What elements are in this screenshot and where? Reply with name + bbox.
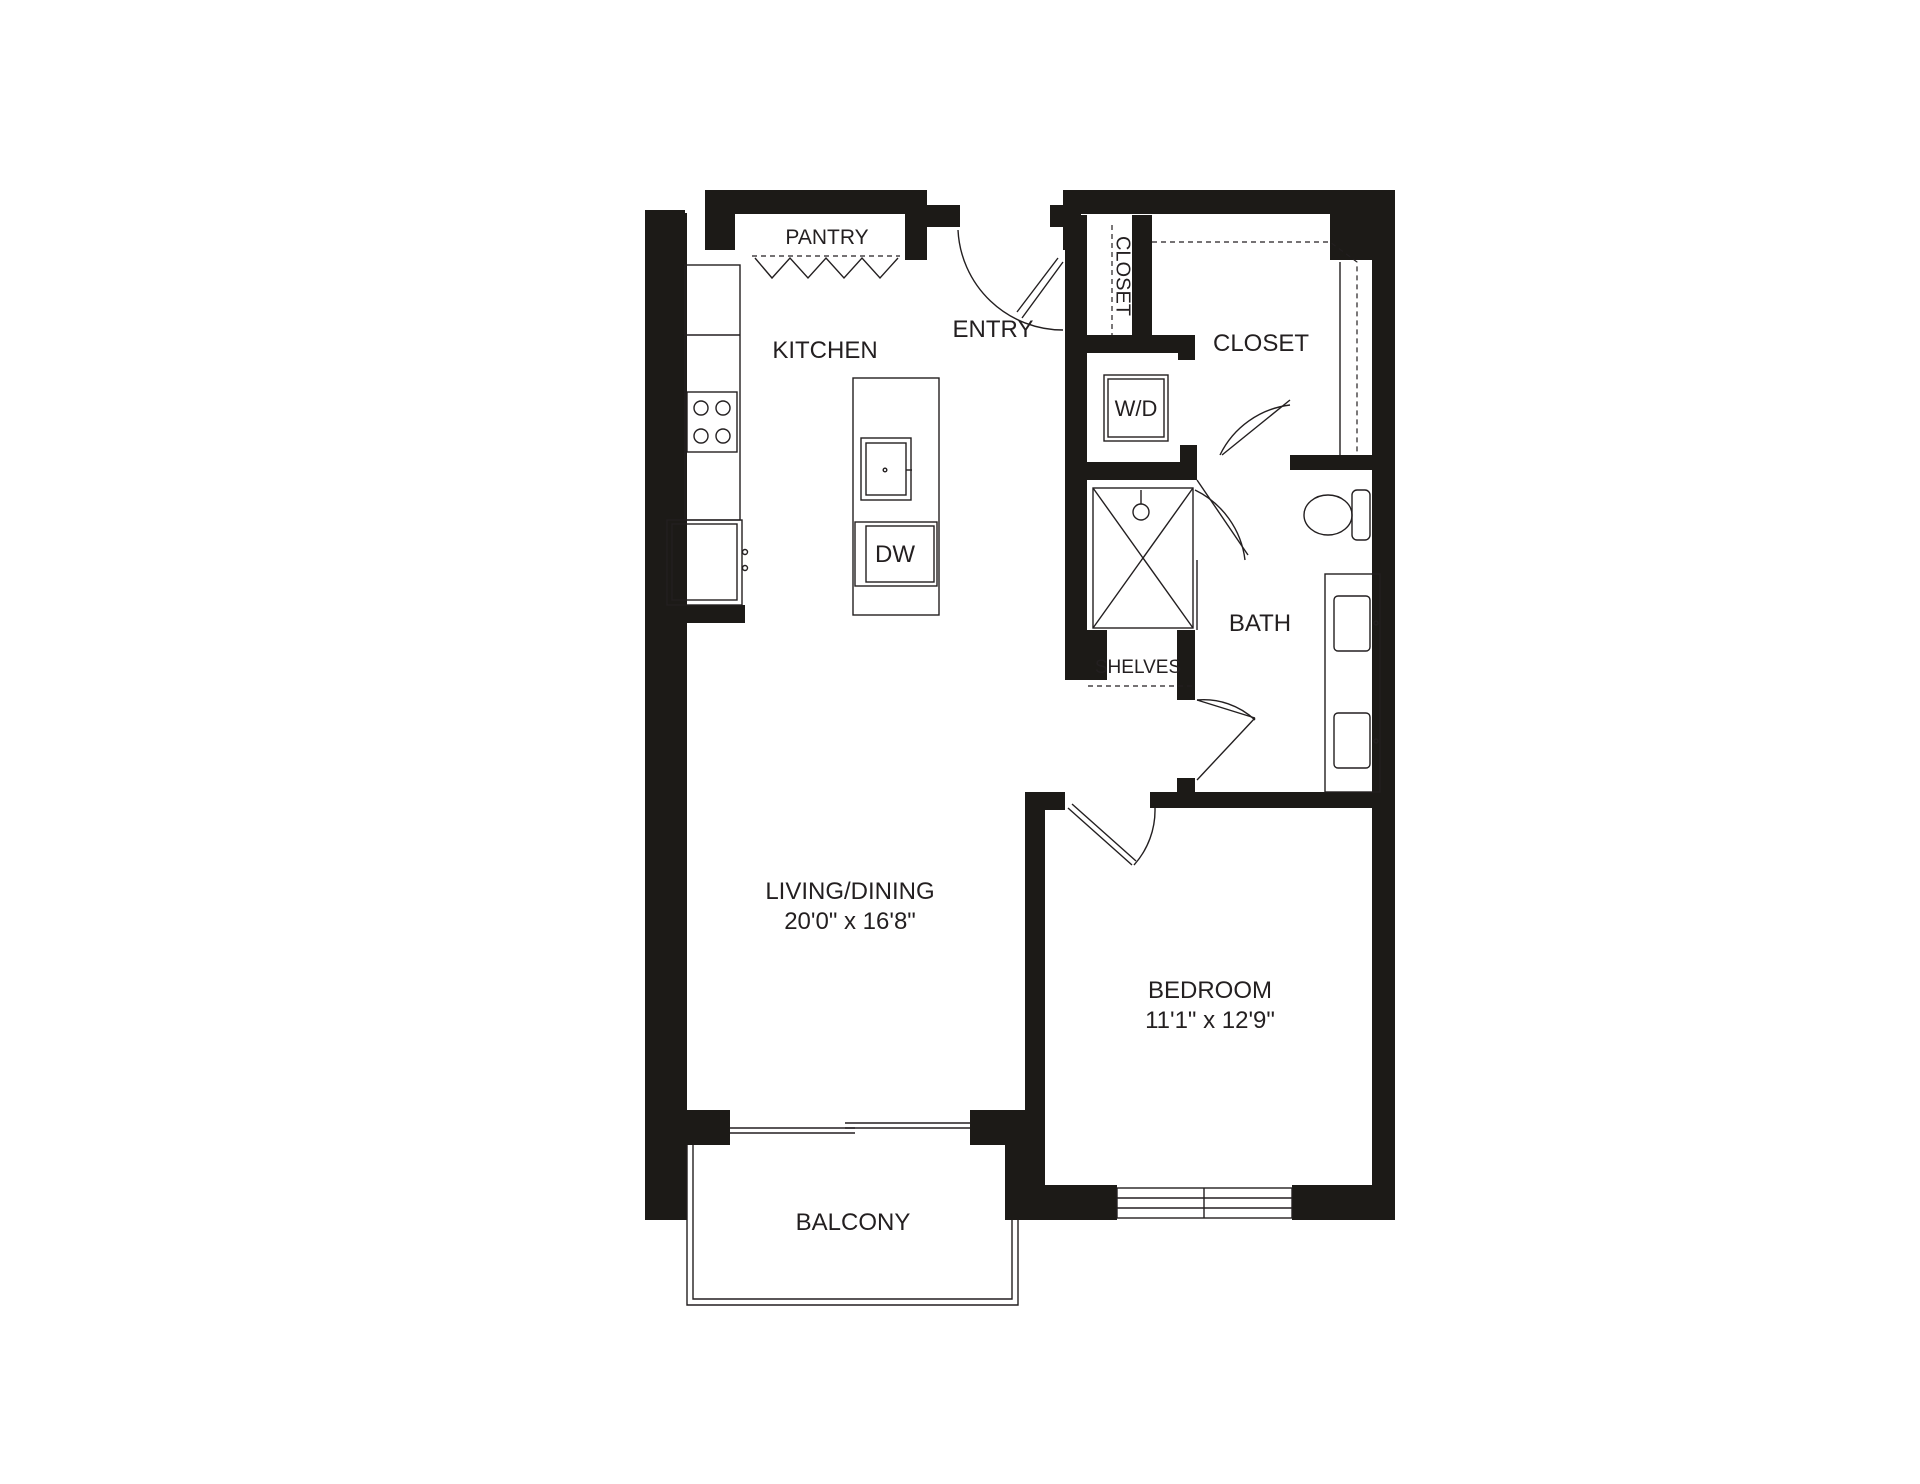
island-sink-inner bbox=[865, 442, 907, 496]
label-bedroom-size: 11'1" x 12'9" bbox=[1145, 1007, 1275, 1034]
washer-dryer bbox=[1103, 374, 1169, 442]
wall-wd-stub bbox=[1180, 445, 1197, 470]
closet-door-swing bbox=[1219, 404, 1291, 456]
label-closet-small: CLOSET bbox=[1112, 236, 1134, 316]
vanity bbox=[1324, 573, 1381, 793]
island-sink bbox=[860, 437, 912, 501]
label-living-size: 20'0" x 16'8" bbox=[784, 908, 916, 935]
label-living-name: LIVING/DINING bbox=[765, 878, 934, 905]
dishwasher-panel bbox=[865, 525, 935, 583]
wall-core-left bbox=[1065, 215, 1087, 680]
wall-bath-bottom bbox=[1150, 792, 1395, 808]
pantry-bifold-doors bbox=[754, 256, 899, 280]
vanity-faucet-1 bbox=[1373, 620, 1379, 626]
room-labels: PANTRY KITCHEN ENTRY CLOSET CLOSET W/D D… bbox=[765, 226, 1309, 1236]
label-bath: BATH bbox=[1229, 610, 1291, 637]
label-pantry: PANTRY bbox=[785, 226, 868, 249]
bath-entry-door-leaf bbox=[1196, 699, 1256, 719]
wall-wd-bottom bbox=[1087, 462, 1197, 480]
cooktop bbox=[686, 391, 738, 453]
wall-bath-top bbox=[1290, 455, 1395, 470]
fixtures bbox=[666, 225, 1381, 1306]
burner-3 bbox=[693, 428, 709, 444]
entry-door-leaf bbox=[1021, 261, 1064, 319]
kitchen-island bbox=[852, 377, 940, 616]
wall-shelves-bottom bbox=[1087, 630, 1107, 680]
wall-top-left-step bbox=[705, 190, 735, 250]
bath-door-leaf bbox=[1196, 479, 1249, 556]
wall-bedroom-top-left bbox=[1025, 792, 1065, 810]
burner-1 bbox=[693, 400, 709, 416]
dishwasher bbox=[854, 521, 938, 587]
label-kitchen: KITCHEN bbox=[772, 337, 877, 364]
bedroom-door-swing bbox=[1133, 807, 1156, 866]
wall-balcony-right-pier bbox=[1005, 1130, 1045, 1220]
shower-head bbox=[1132, 503, 1150, 521]
burner-2 bbox=[715, 400, 731, 416]
fridge-handle-2 bbox=[741, 564, 749, 572]
label-shelves: SHELVES bbox=[1095, 657, 1181, 678]
wall-fridge-bottom bbox=[665, 605, 745, 623]
entry-door-swing bbox=[957, 229, 1064, 331]
bedroom-door-leaf-2 bbox=[1071, 803, 1137, 862]
label-washer-dryer: W/D bbox=[1115, 396, 1158, 421]
walkin-closet-shelf bbox=[1152, 241, 1358, 455]
vanity-sink-2 bbox=[1333, 712, 1371, 769]
walls bbox=[645, 190, 1395, 1220]
label-closet-walkin: CLOSET bbox=[1213, 330, 1309, 357]
washer-dryer-inner bbox=[1107, 378, 1165, 438]
label-balcony: BALCONY bbox=[796, 1209, 911, 1236]
wall-closet-divider bbox=[1132, 215, 1152, 335]
bath-door-swing bbox=[1194, 489, 1246, 561]
wall-kitchen-left-upper bbox=[677, 230, 685, 520]
bedroom-door-leaf bbox=[1067, 807, 1133, 866]
balcony-outline-inner bbox=[692, 1145, 1013, 1300]
vanity-faucet-2 bbox=[1373, 738, 1379, 744]
wall-entry-stub bbox=[925, 205, 960, 227]
balcony-outline bbox=[686, 1145, 1019, 1306]
label-entry: ENTRY bbox=[953, 316, 1034, 343]
bath-entry-door-leaf-2 bbox=[1196, 717, 1256, 781]
toilet-tank bbox=[1351, 489, 1371, 541]
closet-door-leaf bbox=[1221, 399, 1291, 456]
entry-door-leaf-2 bbox=[1016, 257, 1059, 313]
label-dishwasher: DW bbox=[875, 541, 915, 568]
fridge-handle-1 bbox=[741, 548, 749, 556]
wall-right-exterior bbox=[1372, 190, 1395, 1220]
burner-4 bbox=[715, 428, 731, 444]
refrigerator-inner bbox=[671, 523, 738, 601]
label-bedroom-name: BEDROOM bbox=[1148, 977, 1272, 1004]
shower-diag-2 bbox=[1092, 487, 1194, 629]
shower bbox=[1092, 487, 1194, 629]
wall-balcony-left-pier bbox=[645, 1130, 687, 1220]
wall-shelves-right bbox=[1177, 630, 1195, 700]
wall-closet-stub bbox=[1178, 335, 1195, 360]
wall-bedroom-bottom-right bbox=[1292, 1185, 1395, 1220]
wall-closet-bottom bbox=[1087, 335, 1195, 353]
wall-top-left bbox=[705, 190, 925, 214]
sink-drain bbox=[882, 467, 888, 473]
refrigerator bbox=[666, 519, 743, 606]
vanity-sink-1 bbox=[1333, 595, 1371, 652]
toilet-bowl bbox=[1303, 494, 1353, 536]
wall-pantry-right bbox=[905, 190, 927, 260]
